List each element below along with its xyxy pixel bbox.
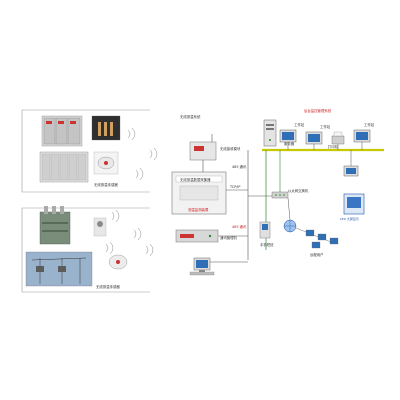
receiver-module-label: 无线接收模块 [220,146,241,151]
computer-monitor-icon [353,129,371,150]
gateway-red-label: 测温监测装置 [188,207,209,212]
workstation-1-label: 工作站 [294,122,305,127]
switchgear-group-bracket [21,109,150,193]
switch-caption: 以太网交换机 [288,188,309,193]
gateway-area: 无线测温系统 无线接收模块 无线测温数据采集器 测温监测装置 通讯管理机 [171,114,272,276]
top-section-label: 无线测温系统 [180,114,201,119]
remote-users-icon [295,227,339,249]
rack-unit-icon [175,229,219,243]
mid-tag: TCP/IP [229,185,240,189]
network-title: 后台监控管理系统 [304,108,332,113]
mobile-phone-icon [259,221,271,239]
transformer-sensor-caption: 无线测温传感器 [96,284,120,289]
switchgear-sensor-caption: 无线测温传感器 [94,182,118,187]
server-tower-icon [263,119,277,147]
remote-users-label: 远程用户 [310,252,324,257]
network-switch-icon [271,191,289,199]
computer-monitor-icon [343,150,359,177]
keyboard-icon [189,271,215,276]
computer-monitor-icon [279,129,297,150]
internet-link-line [287,197,291,221]
computer-monitor-icon [193,257,211,272]
connection-lines [202,150,272,263]
wireless-signal-icon [127,127,158,181]
display-label: LED 大屏显示 [340,216,359,221]
wireless-signal-icon [105,209,154,257]
display-screen-icon [343,193,365,215]
printer-icon [331,131,345,150]
rack-unit-label: 通讯管理机 [220,235,238,240]
gateway-box-label: 无线测温数据采集器 [180,177,211,182]
printer-label: 打印机 [328,144,339,149]
outdoor-substation-photo-icon [25,251,93,287]
transformer-group-bracket [21,207,150,293]
switchgear-cabinet-icon [41,115,83,147]
workstation-3-label: 工作站 [364,122,375,127]
server-label: 服务器 [284,141,295,146]
internet-globe-icon [283,219,297,233]
low-tag: 485 通讯 [232,224,247,229]
receiver-module-icon [189,134,217,161]
computer-monitor-icon [305,131,323,150]
switchgear-row-icon [39,151,89,183]
upper-tag: 485 通讯 [232,164,247,169]
busbar-photo-icon [91,115,121,141]
temperature-sensor-icon [93,151,119,175]
field-equipment-area: 无线测温传感器 无线测温传感器 [21,109,158,293]
gateway-device-icon [171,171,227,215]
insulator-icon [93,217,107,237]
temperature-sensor-icon [108,254,128,270]
workstation-2-label: 工作站 [320,124,331,129]
monitoring-network-area: 后台监控管理系统 服务器 工作站 工作站 打印机 [259,108,384,257]
mobile-label: 手机短信 [260,242,274,247]
transformer-icon [39,206,71,245]
